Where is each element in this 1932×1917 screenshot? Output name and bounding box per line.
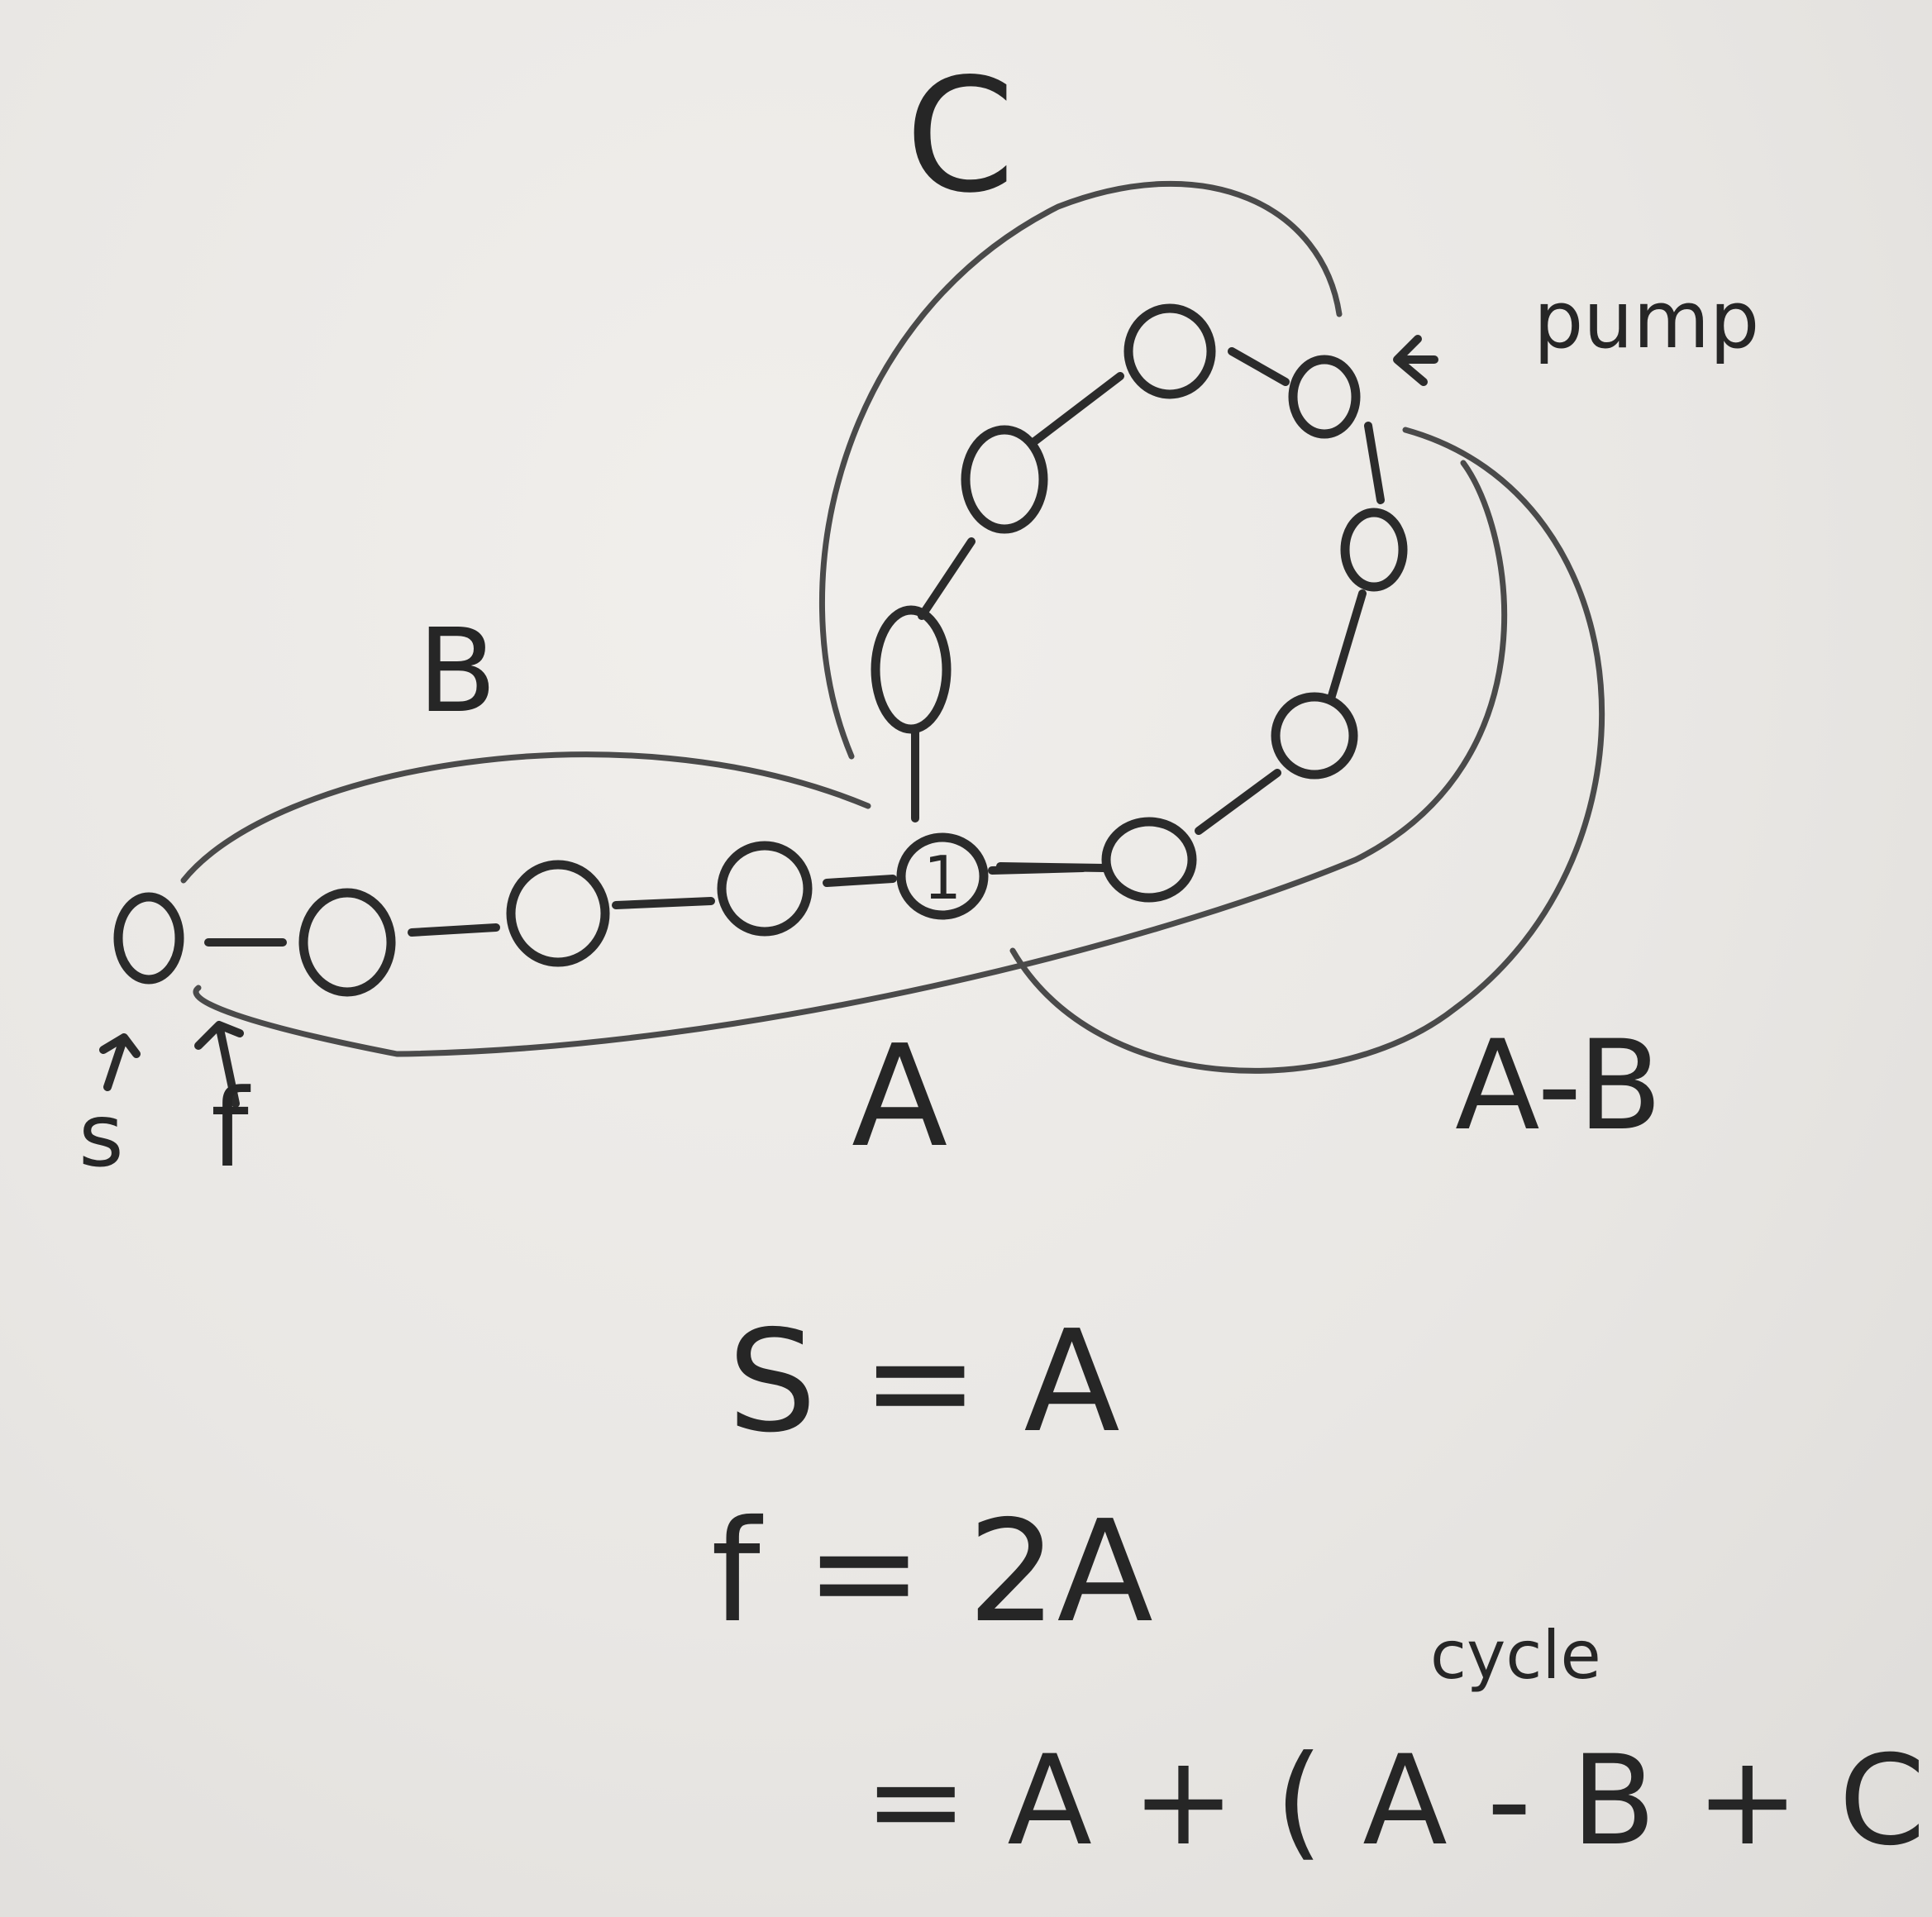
- node: [871, 605, 952, 734]
- cycle-edges: [911, 347, 1385, 872]
- label-b: B: [417, 604, 497, 739]
- label-a: A: [852, 1015, 947, 1179]
- node-marker-label: 1: [923, 843, 961, 913]
- label-s: s: [79, 1085, 124, 1186]
- tail-nodes: [113, 841, 813, 997]
- equation-cycle-expansion: = A + ( A - B + C ): [864, 1729, 1932, 1873]
- edge: [612, 897, 715, 909]
- edge: [408, 923, 500, 937]
- label-c: C: [905, 45, 1015, 227]
- node: [506, 860, 610, 967]
- equation-f-equals-2a: f = 2A: [711, 1490, 1153, 1654]
- label-pump: pump: [1534, 275, 1759, 366]
- edge: [1228, 347, 1290, 386]
- equation-s-equals-a: S = A: [727, 1300, 1120, 1464]
- edge: [823, 875, 897, 887]
- node-pump: [1288, 355, 1361, 439]
- node: [961, 425, 1048, 534]
- node: [1101, 817, 1197, 903]
- cycle-nodes: [871, 303, 1408, 903]
- node: [298, 888, 396, 997]
- edge: [1029, 372, 1124, 446]
- edge: [1364, 422, 1385, 504]
- s-pointer-arrow: [99, 1033, 141, 1091]
- edge: [1195, 769, 1281, 835]
- pump-arrow: [1393, 335, 1438, 386]
- region-a-curve: [193, 460, 1508, 1057]
- f-pointer-arrow: [194, 1021, 244, 1108]
- node: [717, 841, 813, 937]
- node-start: [113, 892, 184, 985]
- region-b-curve: [180, 751, 871, 884]
- node-cycle-entry: [896, 832, 989, 920]
- region-c-curve: [818, 180, 1343, 760]
- region-a-minus-b-curve: [1009, 427, 1605, 1074]
- edge: [996, 862, 1108, 872]
- node: [1123, 303, 1216, 399]
- cycle-annotation: cycle: [1430, 1617, 1601, 1694]
- label-a-minus-b: A-B: [1455, 1014, 1662, 1158]
- node: [1340, 508, 1408, 592]
- node: [1271, 692, 1358, 780]
- edge: [918, 537, 976, 620]
- label-f: f: [211, 1066, 251, 1191]
- edge: [1327, 589, 1367, 703]
